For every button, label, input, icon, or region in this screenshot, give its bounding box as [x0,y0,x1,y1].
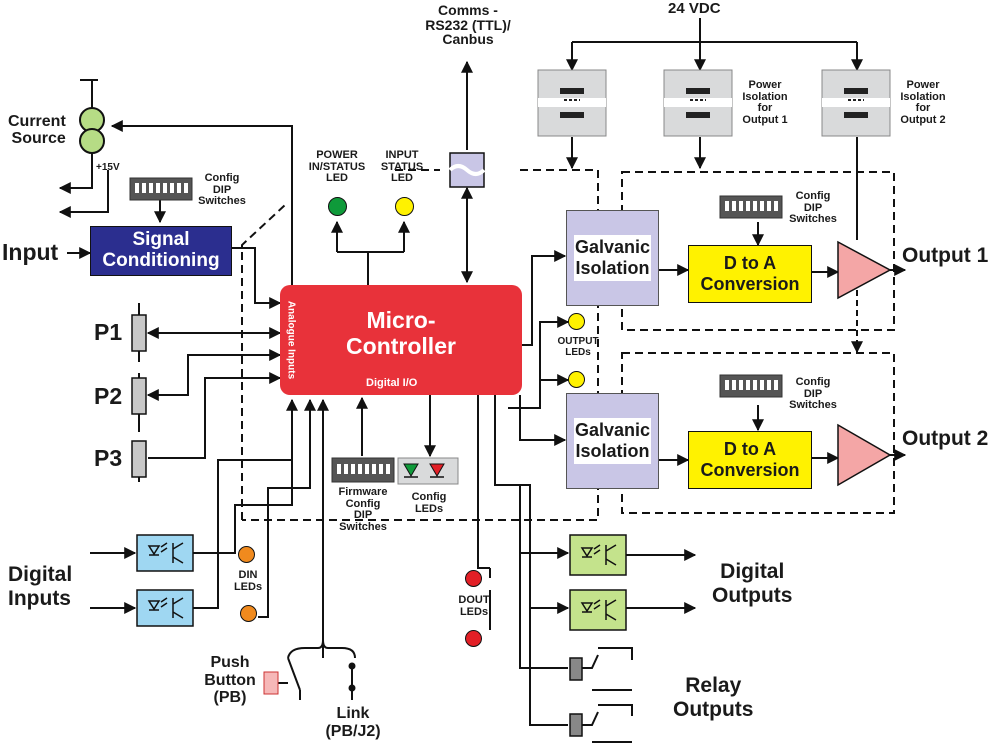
comms-label: Comms - RS232 (TTL)/ Canbus [425,2,511,48]
signal-conditioning-block: Signal Conditioning [90,226,232,276]
power-iso-2-label: Power Isolation for Output 2 [900,79,946,126]
dip-switch-icons [129,177,783,483]
power-iso-1-label: Power Isolation for Output 1 [742,79,788,126]
output-led-1 [568,313,585,330]
dout-led-2 [465,630,482,647]
galvanic-isolation-1: Galvanic Isolation [566,210,659,306]
push-button-label: Push Button (PB) [204,654,256,707]
digital-inputs-label: Digital Inputs [8,563,73,611]
p2-label: P2 [94,383,123,409]
microcontroller-label: Micro- Controller [346,306,456,359]
din-led-2 [240,605,257,622]
analogue-inputs-label: Analogue Inputs [285,300,297,380]
potentiometer-icons [131,314,147,478]
plus15v-label: +15V [96,162,120,173]
galvanic-isolation-1-label: Galvanic Isolation [573,235,652,281]
config-leds-label: Config LEDs [411,491,447,515]
optocoupler-icons [136,534,627,631]
current-source-label: Current Source [8,113,66,147]
firmware-dip-label: Firmware Config DIP Switches [338,486,388,533]
dac-block-2: D to A Conversion [688,431,812,489]
link-jumper-icon [348,662,356,692]
dout-led-1 [465,570,482,587]
dac-2-label: D to A Conversion [700,439,800,480]
galvanic-isolation-2-label: Galvanic Isolation [573,418,652,464]
p3-label: P3 [94,445,123,471]
comms-isolator-icon [448,152,486,188]
output-2-label: Output 2 [902,427,989,450]
signal-conditioning-label: Signal Conditioning [102,229,220,271]
config-dip-input-label: Config DIP Switches [198,172,246,208]
config-leds-icon [397,457,459,485]
input-status-led-label: INPUT STATUS LED [380,149,424,185]
output-amplifier-icons [837,240,892,487]
config-dip-out1-label: Config DIP Switches [789,190,837,226]
output-led-2 [568,371,585,388]
digital-outputs-label: Digital Outputs [712,560,793,608]
power-status-led [328,197,347,216]
p1-label: P1 [94,319,123,345]
relay-coil-icons [569,657,583,737]
input-status-led [395,197,414,216]
config-dip-out2-label: Config DIP Switches [789,376,837,412]
output-1-label: Output 1 [902,244,989,267]
din-leds-label: DIN LEDs [233,569,263,593]
output-leds-label: OUTPUT LEDs [557,336,599,358]
microcontroller-block: Micro- Controller [280,285,522,395]
relay-outputs-label: Relay Outputs [673,674,754,722]
digital-io-label: Digital I/O [366,377,418,389]
input-label: Input [2,239,59,265]
mcu-enclosure [241,169,599,521]
link-label: Link (PB/J2) [325,705,381,740]
dac-1-label: D to A Conversion [700,253,800,294]
push-button-icon [263,671,279,695]
dout-leds-label: DOUT LEDs [458,594,490,618]
power-led-label: POWER IN/STATUS LED [308,149,366,185]
supply-label: 24 VDC [668,0,721,17]
galvanic-isolation-2: Galvanic Isolation [566,393,659,489]
current-source-symbol [79,107,105,154]
din-led-1 [238,546,255,563]
power-iso-transformer-icons [537,69,891,137]
dac-block-1: D to A Conversion [688,245,812,303]
